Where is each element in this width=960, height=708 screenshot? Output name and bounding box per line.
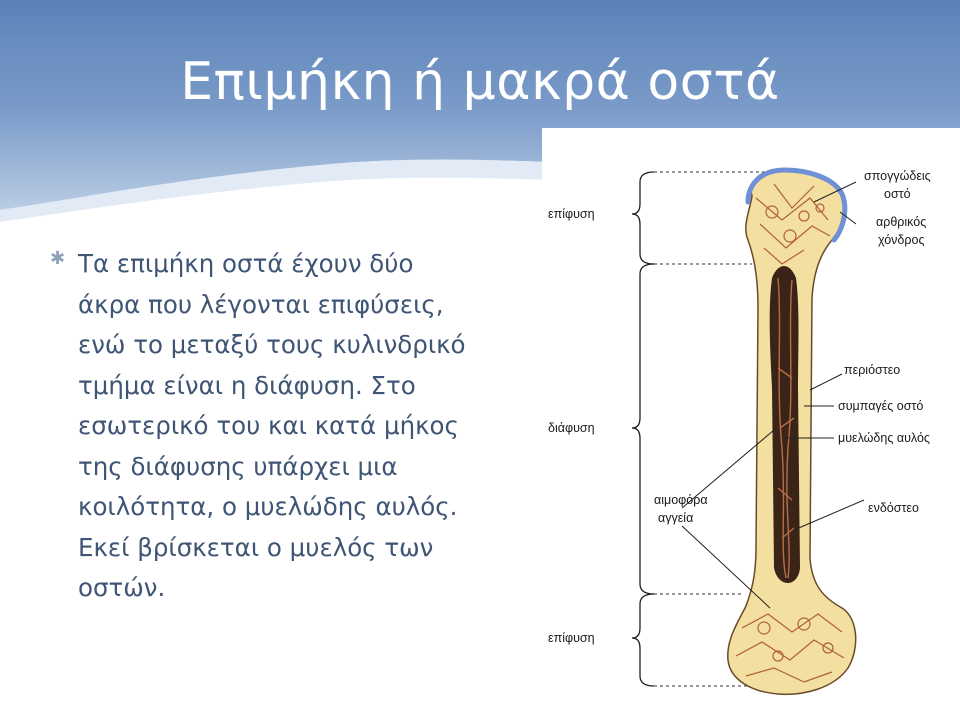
- bullet-line: ενώ το μεταξύ τους κυλινδρικό: [78, 325, 528, 366]
- section-brackets: [632, 172, 654, 686]
- bullet-line: κοιλότητα, ο μυελώδης αυλός.: [78, 487, 528, 528]
- label-spongy-bone-1: σπογγώδεις: [864, 169, 931, 183]
- label-blood-vessels-2: αγγεία: [658, 511, 693, 525]
- bullet-line: άκρα που λέγονται επιφύσεις,: [78, 285, 528, 326]
- long-bone-diagram: επίφυση διάφυση επίφυση σπογγώδεις οστό …: [542, 128, 960, 708]
- label-compact-bone: συμπαγές οστό: [838, 399, 923, 413]
- label-diaphysis: διάφυση: [548, 421, 595, 435]
- label-epiphysis-bottom: επίφυση: [548, 631, 595, 645]
- label-epiphysis-top: επίφυση: [548, 207, 595, 221]
- label-periosteum: περιόστεο: [844, 363, 900, 377]
- bullet-line: εσωτερικό του και κατά μήκος: [78, 406, 528, 447]
- bullet-line: της διάφυσης υπάρχει μια: [78, 447, 528, 488]
- bullet-line: οστών.: [78, 568, 528, 609]
- label-medullary-cavity: μυελώδης αυλός: [838, 431, 930, 445]
- asterisk-bullet-icon: ✱: [50, 248, 65, 269]
- label-spongy-bone-2: οστό: [884, 187, 911, 201]
- slide-title: Επιμήκη ή μακρά οστά: [0, 52, 960, 112]
- label-cartilage-2: χόνδρος: [878, 233, 924, 247]
- label-endosteum: ενδόστεο: [868, 501, 919, 515]
- bullet-line: τμήμα είναι η διάφυση. Στο: [78, 366, 528, 407]
- label-cartilage-1: αρθρικός: [876, 215, 926, 229]
- bullet-line: Τα επιμήκη οστά έχουν δύο: [78, 244, 528, 285]
- bullet-text: Τα επιμήκη οστά έχουν δύο άκρα που λέγον…: [78, 244, 528, 609]
- label-blood-vessels-1: αιμοφόρα: [654, 493, 708, 507]
- bullet-line: Εκεί βρίσκεται ο μυελός των: [78, 528, 528, 569]
